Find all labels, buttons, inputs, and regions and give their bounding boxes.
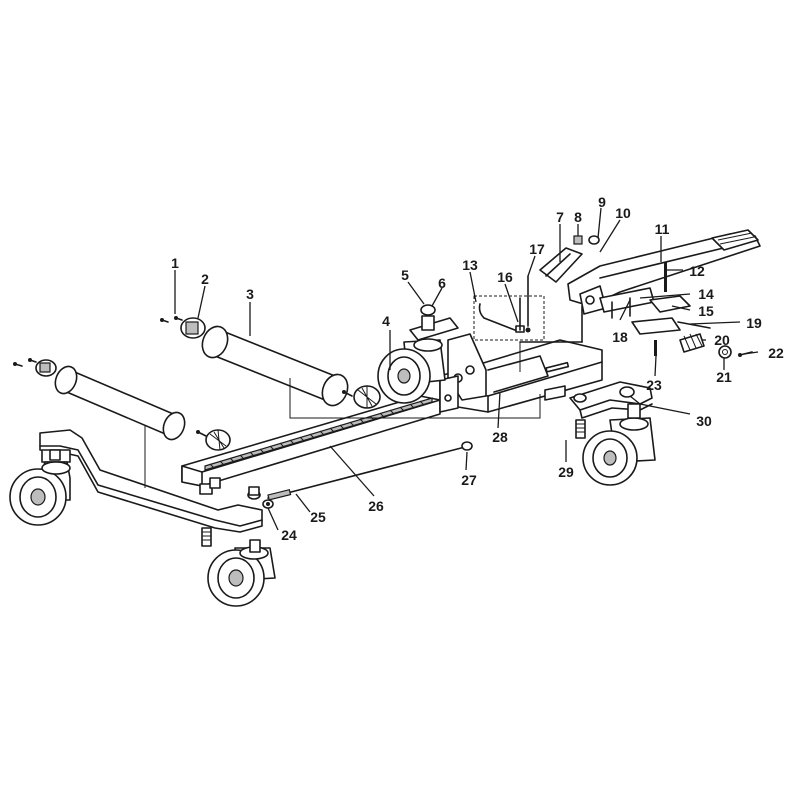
callout-11: 11 <box>655 221 670 237</box>
callout-6: 6 <box>438 275 446 291</box>
long-rod <box>267 441 473 501</box>
handle-assembly <box>519 229 761 359</box>
callout-3: 3 <box>246 286 254 302</box>
callout-28: 28 <box>492 429 508 445</box>
right-caster <box>573 386 656 486</box>
callout-18: 18 <box>612 329 628 345</box>
callout-8: 8 <box>574 209 582 225</box>
callout-9: 9 <box>598 194 606 210</box>
callout-16: 16 <box>497 269 513 285</box>
large-roller-assembly <box>160 316 381 409</box>
callout-25: 25 <box>310 509 326 525</box>
callout-30: 30 <box>696 413 712 429</box>
callout-19: 19 <box>746 315 762 331</box>
callout-2: 2 <box>201 271 209 287</box>
callout-10: 10 <box>615 205 631 221</box>
callout-26: 26 <box>368 498 384 514</box>
callout-labels: 1 2 3 4 5 6 7 8 9 10 11 12 13 14 15 16 1… <box>171 194 784 543</box>
left-front-caster <box>207 539 276 607</box>
guide-lines <box>289 342 541 419</box>
callout-4: 4 <box>382 313 390 329</box>
callout-27: 27 <box>461 472 477 488</box>
center-caster <box>377 304 459 404</box>
callout-1: 1 <box>171 255 179 271</box>
callout-17: 17 <box>529 241 545 257</box>
callout-12: 12 <box>689 263 705 279</box>
callout-20: 20 <box>714 332 730 348</box>
rear-frame <box>439 333 603 413</box>
callout-24: 24 <box>281 527 297 543</box>
callout-23: 23 <box>646 377 662 393</box>
callout-15: 15 <box>698 303 714 319</box>
callout-13: 13 <box>462 257 478 273</box>
callout-21: 21 <box>716 369 732 385</box>
left-roller-assembly <box>13 358 231 451</box>
callout-7: 7 <box>556 209 564 225</box>
callout-14: 14 <box>698 286 714 302</box>
callout-29: 29 <box>558 464 574 480</box>
leader-lines <box>174 207 759 531</box>
callout-22: 22 <box>768 345 784 361</box>
left-back-caster <box>9 449 71 526</box>
callout-5: 5 <box>401 267 409 283</box>
